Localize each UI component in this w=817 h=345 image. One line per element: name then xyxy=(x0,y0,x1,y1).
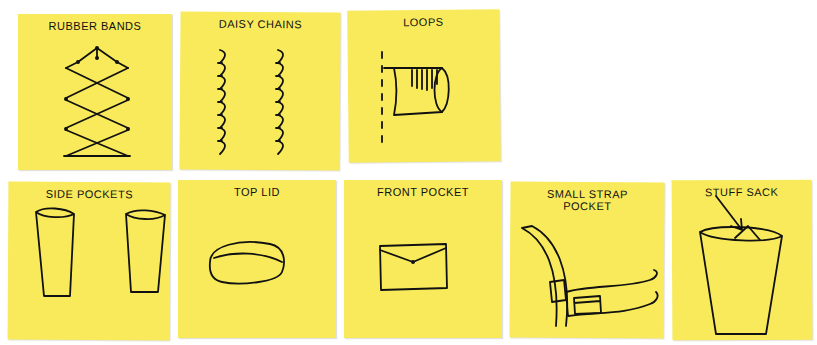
band-anchor xyxy=(115,60,119,64)
strap-pocket xyxy=(574,296,601,314)
note-label: SMALL STRAP POCKET xyxy=(542,188,632,213)
loop-shape xyxy=(384,68,449,115)
dashed-seam xyxy=(381,52,383,145)
band-anchor xyxy=(76,60,80,64)
note-label: STUFF SACK xyxy=(677,186,807,199)
pocket-flap xyxy=(380,248,446,262)
note-label: SIDE POCKETS xyxy=(14,188,164,201)
stuff-sack-sketch xyxy=(700,196,782,334)
loop-sketch xyxy=(382,52,449,145)
sticky-note: SMALL STRAP POCKET xyxy=(509,181,664,338)
note-label: RUBBER BANDS xyxy=(25,20,165,32)
side-pocket xyxy=(126,210,165,292)
pocket-outline xyxy=(380,244,447,290)
top-lid-sketch xyxy=(210,242,284,284)
pocket-snap xyxy=(411,260,415,264)
front-pocket-sketch xyxy=(380,244,447,290)
band-tent xyxy=(66,48,128,68)
note-label: DAISY CHAINS xyxy=(190,18,330,31)
hip-strap xyxy=(566,270,658,316)
note-label: LOOPS xyxy=(353,15,493,28)
lid-seam xyxy=(214,253,282,262)
sticky-note: STUFF SACK xyxy=(672,180,813,341)
daisy-chain xyxy=(278,50,283,154)
strap-pocket xyxy=(550,280,566,302)
rubber-bands-sketch xyxy=(64,46,130,156)
loop-front xyxy=(435,68,443,112)
band-anchor xyxy=(126,127,130,131)
daisy-chain xyxy=(220,50,225,154)
band-anchor xyxy=(95,46,99,50)
note-label: TOP LID xyxy=(187,186,327,198)
sticky-note: DAISY CHAINS xyxy=(179,11,340,170)
band-anchor xyxy=(95,56,99,60)
sticky-note: RUBBER BANDS xyxy=(18,14,172,170)
side-pocket xyxy=(36,208,74,296)
sticky-note: TOP LID xyxy=(178,180,336,338)
sack-outline xyxy=(700,227,782,334)
chain-stitch xyxy=(276,63,280,141)
insert-arrow xyxy=(716,196,742,230)
sack-fold xyxy=(735,226,760,240)
chain-stitch xyxy=(218,63,222,141)
note-label: FRONT POCKET xyxy=(353,186,493,198)
sticky-note: LOOPS xyxy=(347,9,501,163)
side-pockets-sketch xyxy=(36,208,165,296)
lid-outline xyxy=(210,242,284,284)
sticky-note: FRONT POCKET xyxy=(344,180,502,338)
band-anchor xyxy=(64,97,68,101)
sticky-note: SIDE POCKETS xyxy=(8,182,171,341)
daisy-chain-sketch xyxy=(218,50,283,154)
band-anchor xyxy=(126,97,130,101)
band-anchor xyxy=(64,127,68,131)
strap-pocket-sketch xyxy=(522,226,658,326)
band-lattice xyxy=(64,68,130,156)
loop-hatch xyxy=(412,70,437,90)
shoulder-strap xyxy=(522,226,567,326)
